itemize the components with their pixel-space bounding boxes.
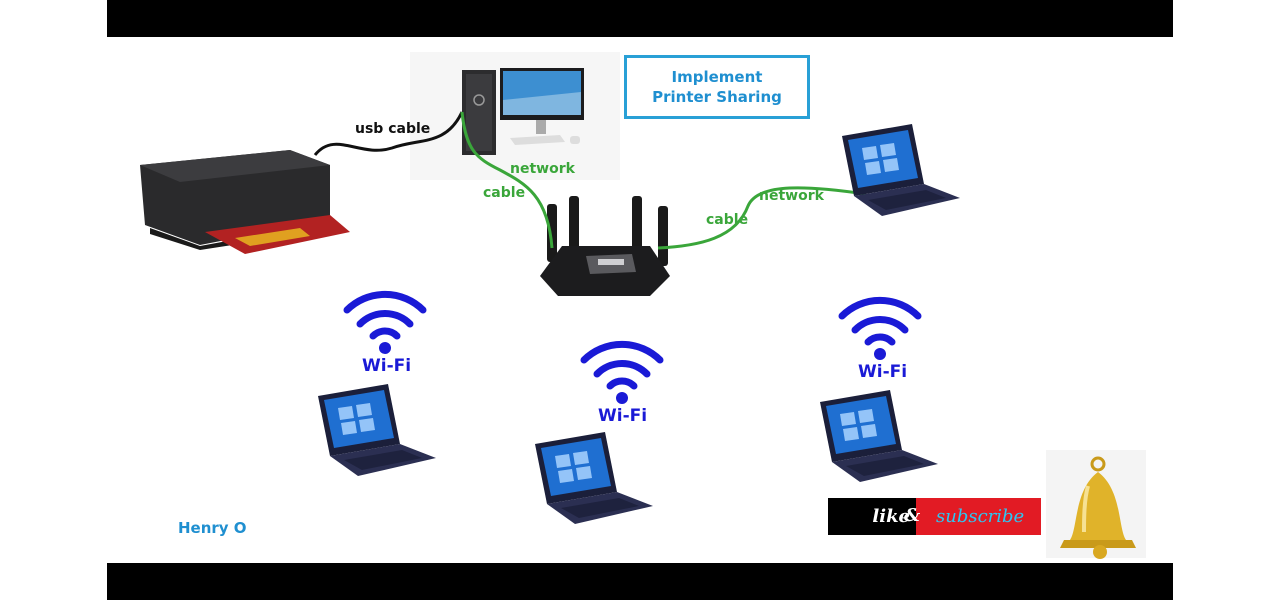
ampersand-text: & <box>904 505 921 526</box>
like-subscribe-banner: like subscribe & <box>828 498 1041 535</box>
author-name: Henry O <box>178 519 247 537</box>
wifi-icon <box>584 344 660 404</box>
banner-red-panel: subscribe <box>916 498 1041 535</box>
cable-label-left: cable <box>483 185 526 201</box>
banner-black-panel: like <box>828 498 916 535</box>
wifi-label: Wi-Fi <box>598 406 648 426</box>
network-label-right: network <box>759 188 824 204</box>
title-line-1: Implement <box>671 68 763 86</box>
printer <box>140 150 350 254</box>
wifi-icon <box>842 300 918 360</box>
laptop-wireless <box>318 384 436 476</box>
wifi-icon <box>347 294 423 354</box>
subscribe-text: subscribe <box>936 506 1025 527</box>
router <box>540 196 670 296</box>
wifi-label: Wi-Fi <box>858 362 908 382</box>
network-cable-right <box>657 186 867 250</box>
like-text: like <box>872 506 910 527</box>
usb-cable <box>313 111 464 156</box>
laptop-wireless <box>535 432 653 524</box>
bell-icon <box>1046 450 1146 559</box>
laptop-wireless <box>820 390 938 482</box>
title-line-2: Printer Sharing <box>652 88 782 106</box>
network-cable-left <box>460 111 554 249</box>
wifi-label: Wi-Fi <box>362 356 412 376</box>
letterbox-bottom <box>107 563 1173 600</box>
title-box: Implement Printer Sharing <box>624 55 810 119</box>
network-label-left: network <box>510 161 575 177</box>
cable-label-right: cable <box>706 212 749 228</box>
usb-cable-label: usb cable <box>355 121 431 137</box>
laptop-wired <box>842 124 960 216</box>
letterbox-top <box>107 0 1173 37</box>
desktop-computer <box>410 52 620 180</box>
